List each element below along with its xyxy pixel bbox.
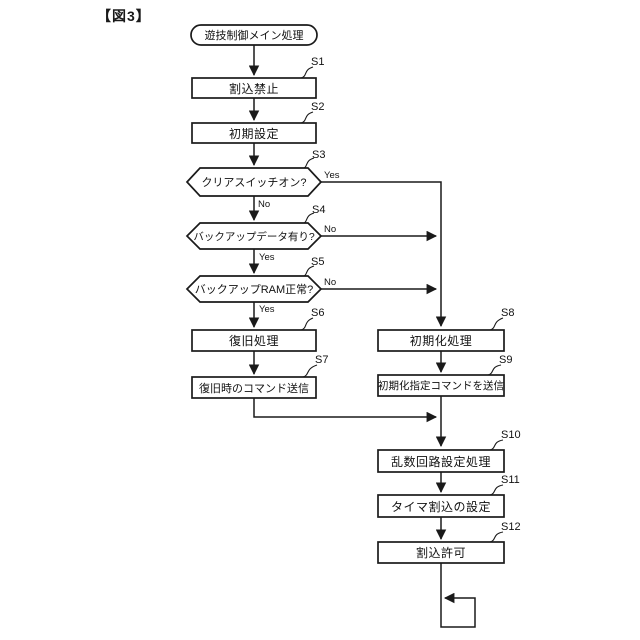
start-terminal-shape <box>190 24 318 46</box>
step-s8-box <box>377 329 505 352</box>
branch-label-s3-yes: Yes <box>324 170 340 181</box>
step-s9-box <box>377 374 505 397</box>
branch-label-s4-yes: Yes <box>259 252 275 263</box>
step-ref-s9: S9 <box>499 354 513 366</box>
ref-leader-s2 <box>300 111 314 124</box>
step-ref-s1: S1 <box>311 56 325 68</box>
step-s10-box <box>377 449 505 473</box>
step-ref-s4: S4 <box>312 204 326 216</box>
decision-s4-hexagon <box>185 222 323 250</box>
ref-leader-s1 <box>300 66 314 79</box>
ref-leader-s8 <box>489 317 504 331</box>
step-s7-box <box>191 376 317 399</box>
step-ref-s7: S7 <box>315 354 329 366</box>
decision-s3-hexagon <box>185 167 323 197</box>
branch-label-s5-no: No <box>324 277 337 288</box>
step-s11-box <box>377 494 505 518</box>
ref-leader-s6 <box>300 317 314 331</box>
step-ref-s11: S11 <box>501 474 520 486</box>
step-ref-s10: S10 <box>501 429 521 441</box>
step-ref-s8: S8 <box>501 307 515 319</box>
step-ref-s6: S6 <box>311 307 325 319</box>
step-s6-box <box>191 329 317 352</box>
loop-back-connector <box>440 563 476 628</box>
figure-label: 【図3】 <box>97 8 151 24</box>
ref-leader-s11 <box>489 484 504 496</box>
branch-label-s3-no: No <box>258 199 271 210</box>
step-ref-s5: S5 <box>311 256 325 268</box>
connector-s7-merge <box>253 398 438 423</box>
step-s2-box <box>191 122 317 144</box>
step-ref-s2: S2 <box>311 101 325 113</box>
ref-leader-s9 <box>487 364 502 376</box>
ref-leader-s12 <box>489 531 504 543</box>
step-s1-box <box>191 77 317 99</box>
decision-s5-hexagon <box>185 275 323 303</box>
step-ref-s12: S12 <box>501 521 521 533</box>
branch-label-s5-yes: Yes <box>259 304 275 315</box>
ref-leader-s10 <box>489 439 504 451</box>
connector-s3-yes-to-s8 <box>321 181 447 328</box>
step-ref-s3: S3 <box>312 149 326 161</box>
ref-leader-s7 <box>302 364 318 378</box>
step-s12-box <box>377 541 505 564</box>
branch-label-s4-no: No <box>324 224 337 235</box>
